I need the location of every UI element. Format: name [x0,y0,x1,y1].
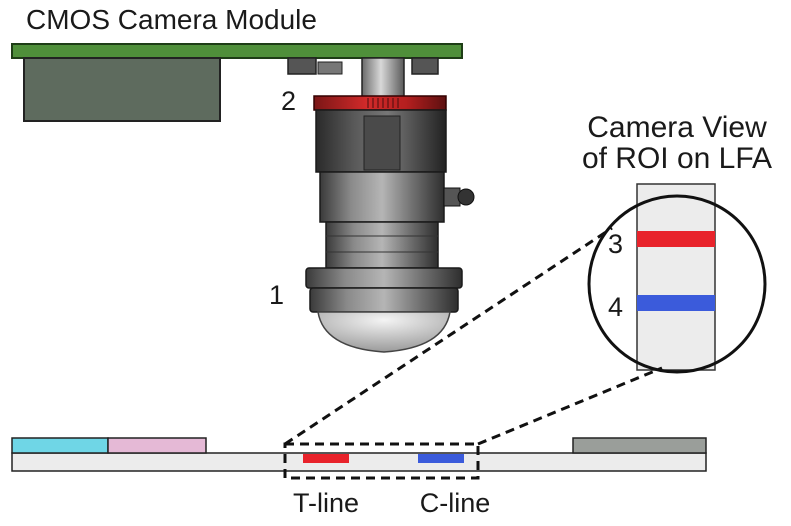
magnifier-circle [587,194,767,374]
mount-clip-left [287,57,317,75]
lens-inner-tube [363,115,401,171]
lens-middle-body [319,171,445,223]
roi-dashed-box [283,442,480,480]
title-label: CMOS Camera Module [26,4,317,35]
pcb-board [11,43,463,59]
roi-test-line [637,231,715,247]
lens-dome [317,311,451,353]
set-screw-head [457,188,475,206]
lfa-strip-base [11,452,707,472]
mount-clip-right [411,57,439,75]
ring-knurl [367,98,399,108]
zoom-line-upper [284,226,613,446]
t-line-label: T-line [293,488,359,518]
label-number-3: 3 [608,229,623,259]
lens-bottom-mount [309,287,459,313]
strip-control-line [418,454,464,463]
c-line-label: C-line [420,488,491,518]
roi-strip-view [636,183,716,371]
absorbent-pad [572,437,707,454]
camera-view-label-line1: Camera View [587,111,767,144]
conjugate-pad [107,437,207,454]
label-number-1: 1 [269,280,284,310]
lens-lower-body [325,221,439,269]
roi-control-line [637,295,715,311]
lens-shaft [361,57,405,101]
zoom-line-lower [477,366,663,446]
lens-bottom-mount-top [305,267,463,289]
label-number-2: 2 [281,86,296,116]
sample-pad [11,437,109,454]
mount-clip-mid [317,61,343,75]
label-number-4: 4 [608,292,623,322]
red-focus-ring [313,95,447,111]
strip-test-line [303,454,349,463]
camera-view-label-line2: of ROI on LFA [582,142,772,175]
sensor-block [23,57,221,122]
